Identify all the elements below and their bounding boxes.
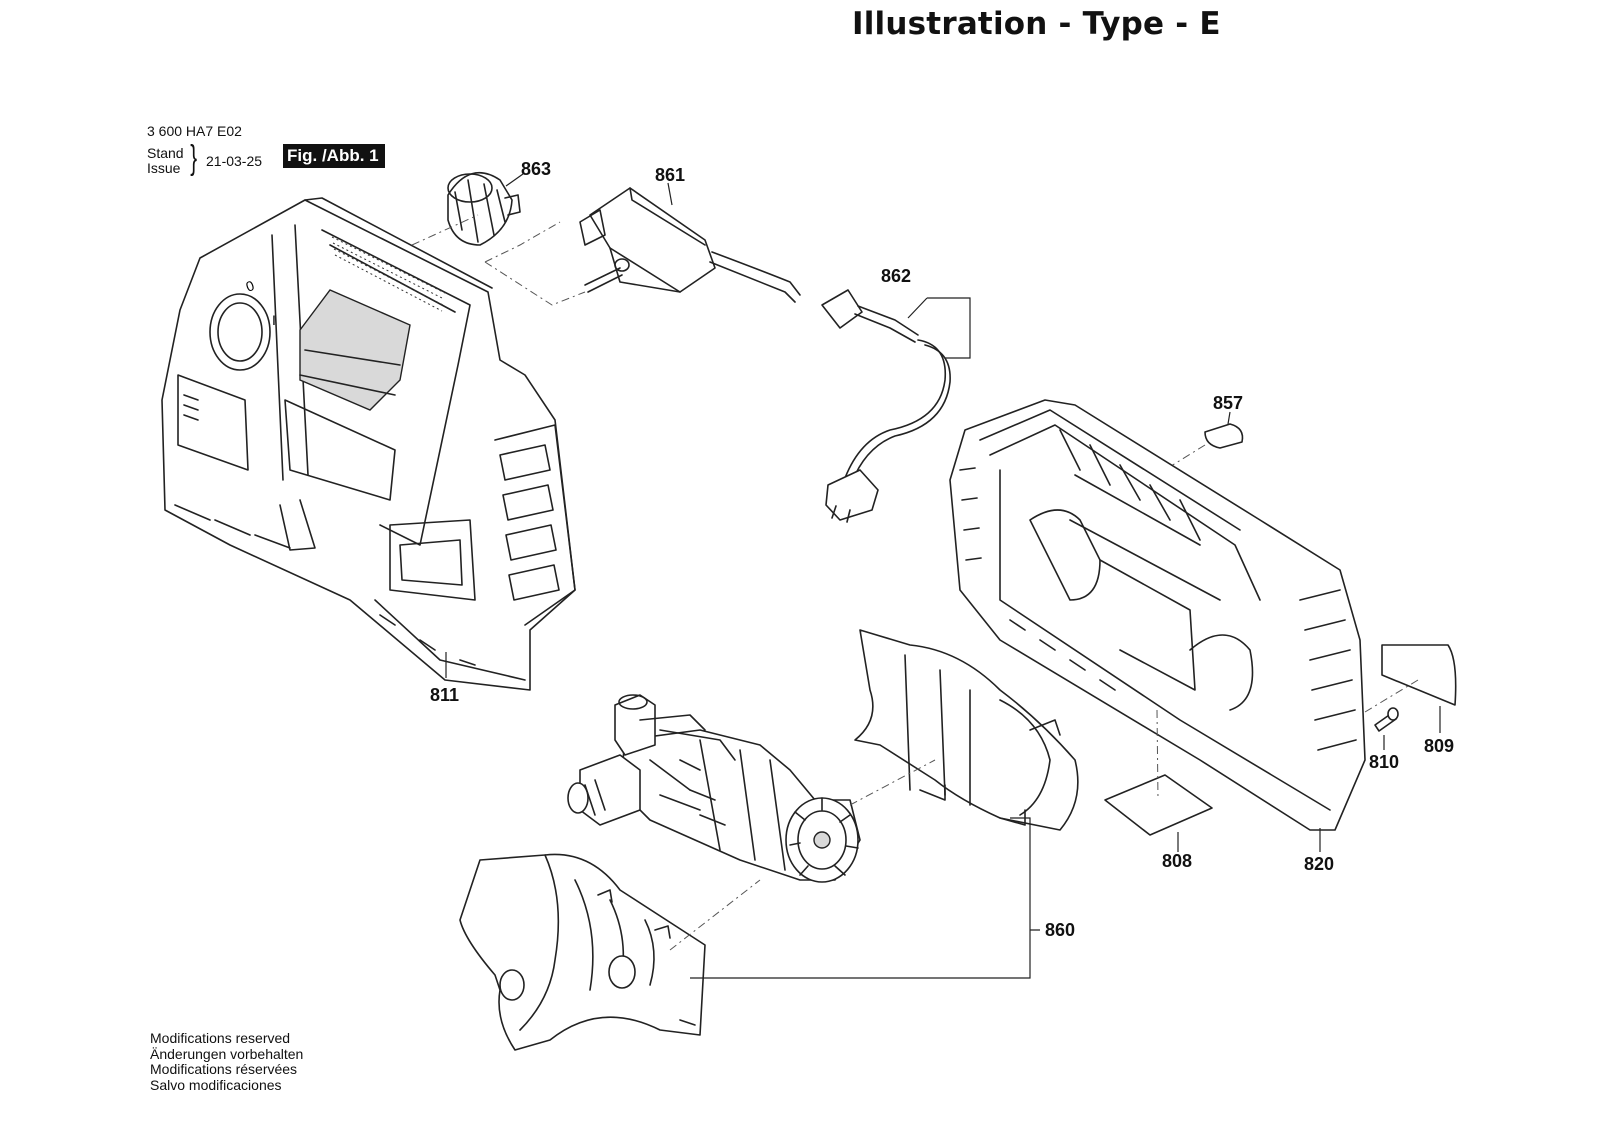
footer-line-en: Modifications reserved <box>150 1030 291 1046</box>
part-820-rear-housing <box>949 399 1366 831</box>
callout-811: 811 <box>430 685 460 705</box>
part-860-motor-pump <box>459 629 1079 1051</box>
part-810-screw <box>1374 707 1399 732</box>
footer-line-es: Salvo modificaciones <box>150 1076 282 1093</box>
part-811-front-housing: 0 I <box>161 197 576 691</box>
part-861-switch <box>579 187 801 303</box>
part-857-cap <box>1204 423 1244 449</box>
callout-860: 860 <box>1045 920 1076 940</box>
footer-line-fr: Modifications réservées <box>150 1061 298 1077</box>
callout-861: 861 <box>655 165 686 185</box>
callout-808: 808 <box>1162 851 1193 871</box>
issue-label: Issue <box>147 160 181 176</box>
callout-862: 862 <box>881 266 912 286</box>
document-number: 3 600 HA7 E02 <box>147 123 242 139</box>
callout-809: 809 <box>1424 736 1455 756</box>
figure-label: Fig. /Abb. 1 <box>283 144 385 168</box>
callout-857: 857 <box>1213 393 1244 413</box>
brace-glyph: } <box>190 139 198 177</box>
footer-line-de: Änderungen vorbehalten <box>150 1045 304 1062</box>
stand-label: Stand <box>147 145 184 161</box>
page-title: Illustration - Type - E <box>852 6 1221 42</box>
callout-810: 810 <box>1369 752 1400 772</box>
part-863-knob <box>447 171 521 246</box>
stand-issue-label: Stand Issue <box>147 146 184 176</box>
part-808-label <box>1104 774 1213 836</box>
part-809-panel <box>1381 644 1457 706</box>
part-862-power-cord <box>821 289 951 523</box>
svg-text:I: I <box>272 312 276 328</box>
callout-863: 863 <box>521 159 552 179</box>
issue-date: 21-03-25 <box>206 153 263 169</box>
footer-notes: Modifications reserved Änderungen vorbeh… <box>150 1030 304 1093</box>
callout-820: 820 <box>1304 854 1335 874</box>
